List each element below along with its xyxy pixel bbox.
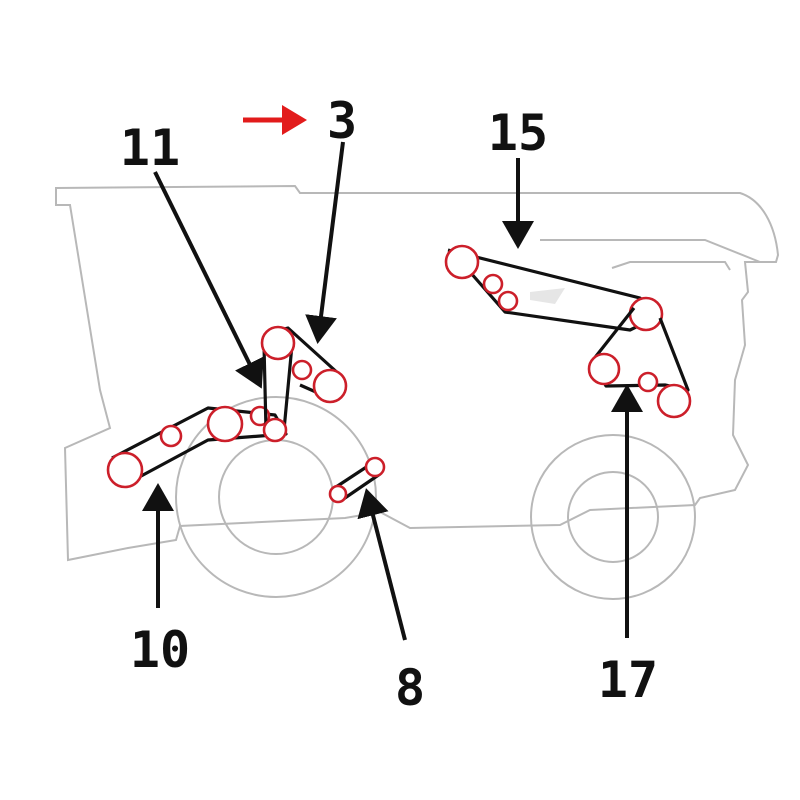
- pulley: [159, 424, 183, 448]
- callout-15: 15: [488, 104, 548, 162]
- belt-3-assembly: [260, 325, 348, 404]
- belt-8-assembly: [328, 456, 386, 504]
- shade-patch: [530, 288, 565, 304]
- callout-11: 11: [120, 119, 180, 177]
- arrow-11: [153, 171, 264, 389]
- pulley: [497, 290, 519, 312]
- pulley: [587, 352, 621, 386]
- pulley: [482, 273, 504, 295]
- belt-15-assembly: [444, 244, 664, 332]
- pulley: [637, 371, 659, 393]
- belt-10-assembly: [106, 405, 288, 489]
- pulley: [206, 405, 244, 443]
- callout-8: 8: [395, 659, 425, 717]
- callout-10: 10: [130, 621, 190, 679]
- callout-3: 3: [327, 92, 357, 150]
- pulley: [312, 368, 348, 404]
- callout-17: 17: [598, 651, 658, 709]
- body-panel-line: [540, 239, 761, 263]
- rear-wheel: [530, 434, 696, 600]
- pulley: [106, 451, 144, 489]
- pulley: [328, 484, 348, 504]
- rear-wheel-tire: [530, 434, 696, 600]
- callout-labels: 11 3 15 10 8 17: [120, 92, 658, 717]
- pulley: [444, 244, 480, 280]
- leader-arrows: [142, 105, 643, 641]
- front-wheel-rim: [218, 439, 334, 555]
- pulley: [262, 417, 288, 443]
- machine-outline: [55, 184, 780, 562]
- pulley: [628, 296, 664, 332]
- combine-body-outline: [55, 184, 780, 562]
- pulley: [260, 325, 296, 361]
- pulley: [291, 359, 313, 381]
- arrow-8: [357, 488, 407, 641]
- rear-wheel-rim: [567, 471, 659, 563]
- arrow-3: [305, 141, 345, 344]
- pulley: [364, 456, 386, 478]
- engine-hood-outline: [611, 261, 731, 271]
- pulley: [656, 383, 692, 419]
- belt-11-assembly: [262, 344, 294, 443]
